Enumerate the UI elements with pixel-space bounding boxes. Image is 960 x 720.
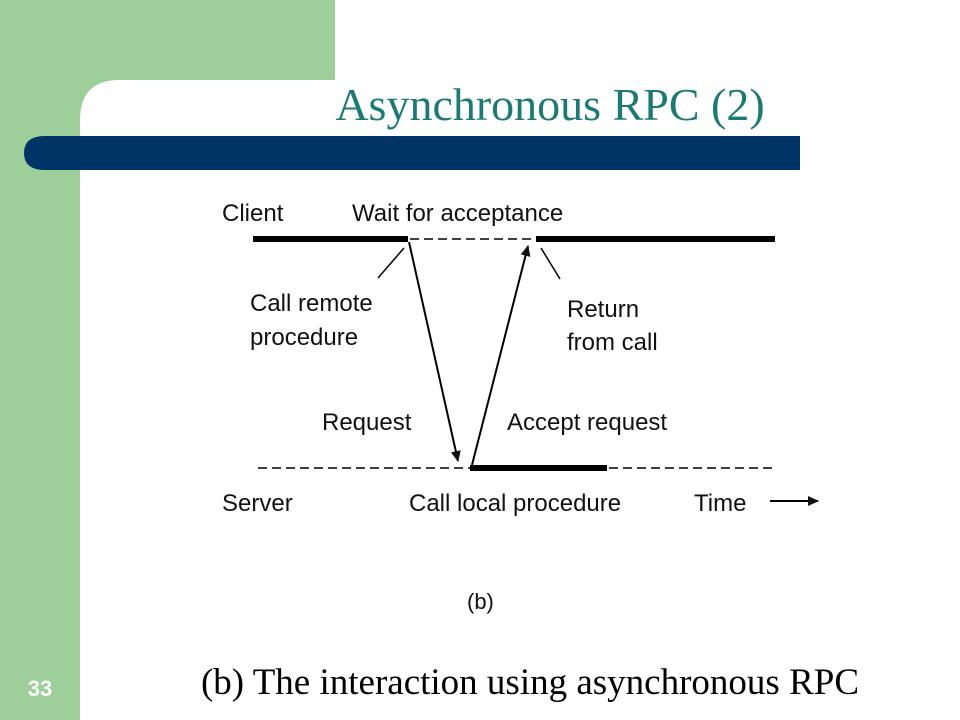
request-arrow: [408, 241, 461, 462]
header-bar: [24, 136, 800, 170]
time-label: Time: [694, 490, 746, 517]
slide-caption: (b) The interaction using asynchronous R…: [200, 662, 860, 703]
call-remote-label-line1: Call remote: [250, 290, 373, 317]
return-label-line1: Return: [567, 296, 639, 323]
return-leader: [540, 247, 561, 280]
call-remote-leader: [377, 247, 405, 279]
server-label: Server: [222, 490, 293, 517]
slide-title: Asynchronous RPC (2): [335, 79, 765, 130]
page-number: 33: [27, 676, 53, 701]
wait-label: Wait for acceptance: [352, 200, 563, 227]
request-label: Request: [322, 409, 412, 436]
accept-label: Accept request: [507, 409, 667, 436]
return-label-line2: from call: [567, 329, 658, 356]
diagram-panel: [188, 192, 822, 616]
figure-label: (b): [467, 589, 494, 614]
call-remote-label-line2: procedure: [250, 324, 358, 351]
content-corner: [80, 80, 335, 138]
accept-arrow: [471, 245, 531, 466]
call-local-label: Call local procedure: [409, 490, 621, 517]
client-label: Client: [222, 200, 284, 227]
